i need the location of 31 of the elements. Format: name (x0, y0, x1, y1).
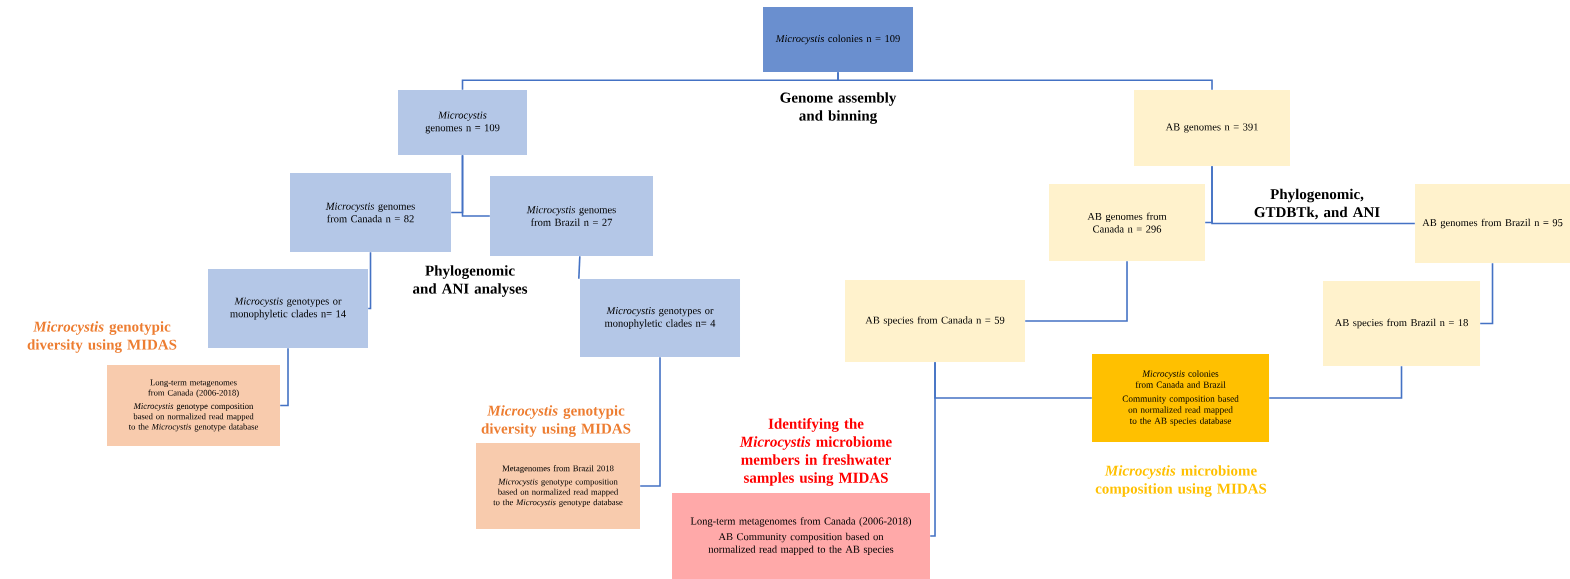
process-box: Microcystis colonies n = 109 (763, 7, 913, 72)
connector-line (279, 347, 289, 407)
connector-line (929, 361, 936, 537)
process-box: AB genomes n = 391 (1134, 90, 1290, 166)
process-box: Microcystis genotypes or monophyletic clades n= 14 (208, 269, 368, 348)
connector-line (1024, 260, 1128, 322)
step-label: Genome assembly and binning (780, 92, 897, 124)
process-box: Microcystis genomes n = 109 (398, 90, 527, 155)
connector-line (578, 255, 581, 280)
step-label: Phylogenomic and ANI analyses (413, 265, 528, 297)
process-box: Microcystis genomes from Canada n = 82 (290, 173, 451, 252)
process-box: Microcystis genotypes or monophyletic clades n= 4 (580, 279, 740, 357)
step-label: Phylogenomic, GTDBTk, and ANI (1254, 188, 1380, 220)
connector-line (639, 356, 661, 487)
connector-line (367, 251, 372, 310)
method-heading: Microcystis microbiome composition using MIDAS (1095, 465, 1267, 497)
connector-line (1268, 365, 1403, 399)
process-box: Long-term metagenomes from Canada (2006-2018) Microcystis genotype composition based on normalized read mapped to the Microcystis genotype database (107, 365, 280, 446)
process-box: Long-term metagenomes from Canada (2006-2018) AB Community composition based on normalized read mapped to the AB species (672, 493, 930, 579)
connector-line (837, 71, 1213, 91)
connector-line (1211, 165, 1416, 225)
process-box: AB species from Canada n = 59 (845, 280, 1025, 362)
process-box: AB genomes from Brazil n = 95 (1415, 184, 1570, 263)
method-heading: Microcystis genotypic diversity using MIDAS (27, 321, 177, 353)
process-box: Metagenomes from Brazil 2018 Microcystis genotype composition based on normalized read mapped to the Microcystis genotype database (476, 443, 640, 529)
process-box: Microcystis genomes from Brazil n = 27 (490, 176, 653, 256)
connector-line (461, 154, 491, 217)
process-box: AB genomes from Canada n = 296 (1049, 184, 1205, 261)
process-box: AB species from Brazil n = 18 (1323, 281, 1480, 366)
connector-line (1479, 262, 1494, 325)
process-box: Microcystis colonies from Canada and Brazil Community composition based on normalized read mapped to the AB species database (1092, 354, 1269, 442)
